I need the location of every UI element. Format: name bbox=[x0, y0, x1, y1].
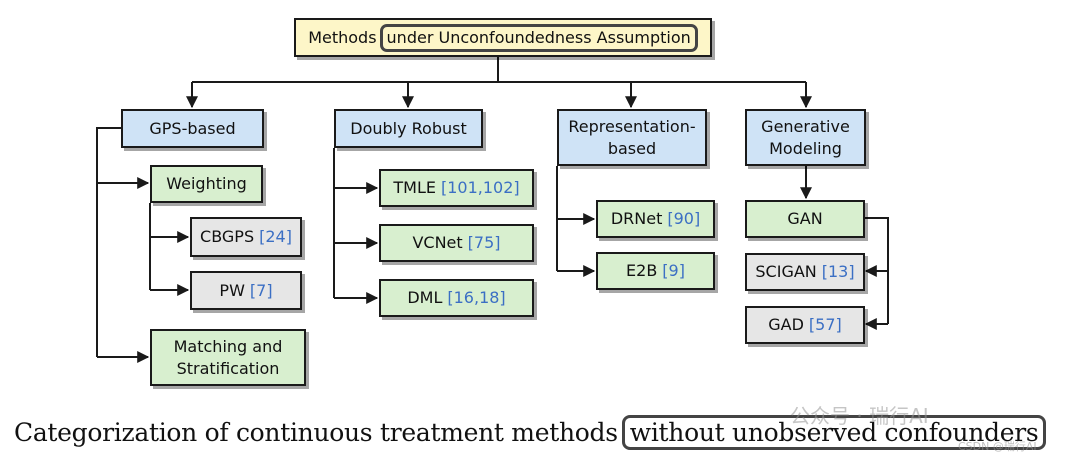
category-doubly-robust: Doubly Robust bbox=[334, 109, 483, 148]
method-name: DRNet bbox=[610, 209, 663, 228]
method-reference: [101,102] bbox=[440, 178, 520, 197]
method-name: TMLE bbox=[393, 178, 436, 197]
method-e2b: E2B [9] bbox=[596, 252, 715, 290]
method-reference: [13] bbox=[821, 262, 855, 281]
root-highlight: under Unconfoundedness Assumption bbox=[379, 23, 698, 52]
method-label: Weighting bbox=[166, 174, 247, 193]
method-cbgps: CBGPS [24] bbox=[190, 217, 302, 257]
category-representation-based: Representation- based bbox=[557, 109, 707, 166]
caption-prefix: Categorization of continuous treatment m… bbox=[14, 418, 618, 447]
watermark-wechat: 公众号 · 瑞行AI bbox=[790, 404, 929, 428]
caption-highlight: without unobserved confounders bbox=[621, 415, 1047, 450]
category-label: Doubly Robust bbox=[350, 118, 467, 138]
method-name: VCNet bbox=[412, 233, 463, 252]
watermark-csdn: CSDN @瑞行AI bbox=[958, 440, 1037, 453]
method-name: E2B bbox=[626, 261, 658, 280]
gps-spine bbox=[96, 127, 121, 357]
category-generative-modeling: Generative Modeling bbox=[745, 109, 866, 166]
method-reference: [24] bbox=[259, 227, 292, 246]
gan-spine bbox=[865, 217, 889, 324]
method-pw: PW [7] bbox=[190, 271, 302, 310]
root-prefix: Methods bbox=[308, 27, 377, 47]
category-label: Generative Modeling bbox=[761, 116, 850, 158]
method-reference: [16,18] bbox=[447, 288, 506, 307]
method-scigan: SCIGAN [13] bbox=[745, 253, 865, 291]
method-tmle: TMLE [101,102] bbox=[379, 169, 534, 207]
method-dml: DML [16,18] bbox=[379, 279, 534, 317]
category-label: GPS-based bbox=[149, 118, 236, 138]
method-name: SCIGAN bbox=[755, 262, 817, 281]
method-reference: [75] bbox=[467, 233, 501, 252]
method-vcnet: VCNet [75] bbox=[379, 224, 534, 262]
method-reference: [90] bbox=[667, 209, 701, 228]
method-gad: GAD [57] bbox=[745, 306, 865, 344]
root-box: Methods under Unconfoundedness Assumptio… bbox=[294, 18, 712, 57]
method-label: GAN bbox=[787, 209, 823, 228]
method-name: GAD bbox=[768, 315, 804, 334]
figure-caption: Categorization of continuous treatment m… bbox=[14, 415, 1047, 450]
method-reference: [7] bbox=[249, 280, 273, 300]
method-drnet: DRNet [90] bbox=[596, 200, 715, 238]
method-reference: [9] bbox=[662, 261, 685, 280]
category-label: Representation- based bbox=[568, 116, 696, 158]
method-name: PW bbox=[219, 280, 245, 300]
category-gps-based: GPS-based bbox=[121, 109, 264, 148]
method-weighting: Weighting bbox=[150, 165, 263, 203]
method-label: Matching and Stratification bbox=[173, 336, 283, 378]
method-gan: GAN bbox=[745, 200, 865, 238]
method-matching-stratification: Matching and Stratification bbox=[150, 329, 306, 386]
method-name: DML bbox=[407, 288, 443, 307]
method-name: CBGPS bbox=[200, 227, 255, 246]
method-reference: [57] bbox=[808, 315, 842, 334]
